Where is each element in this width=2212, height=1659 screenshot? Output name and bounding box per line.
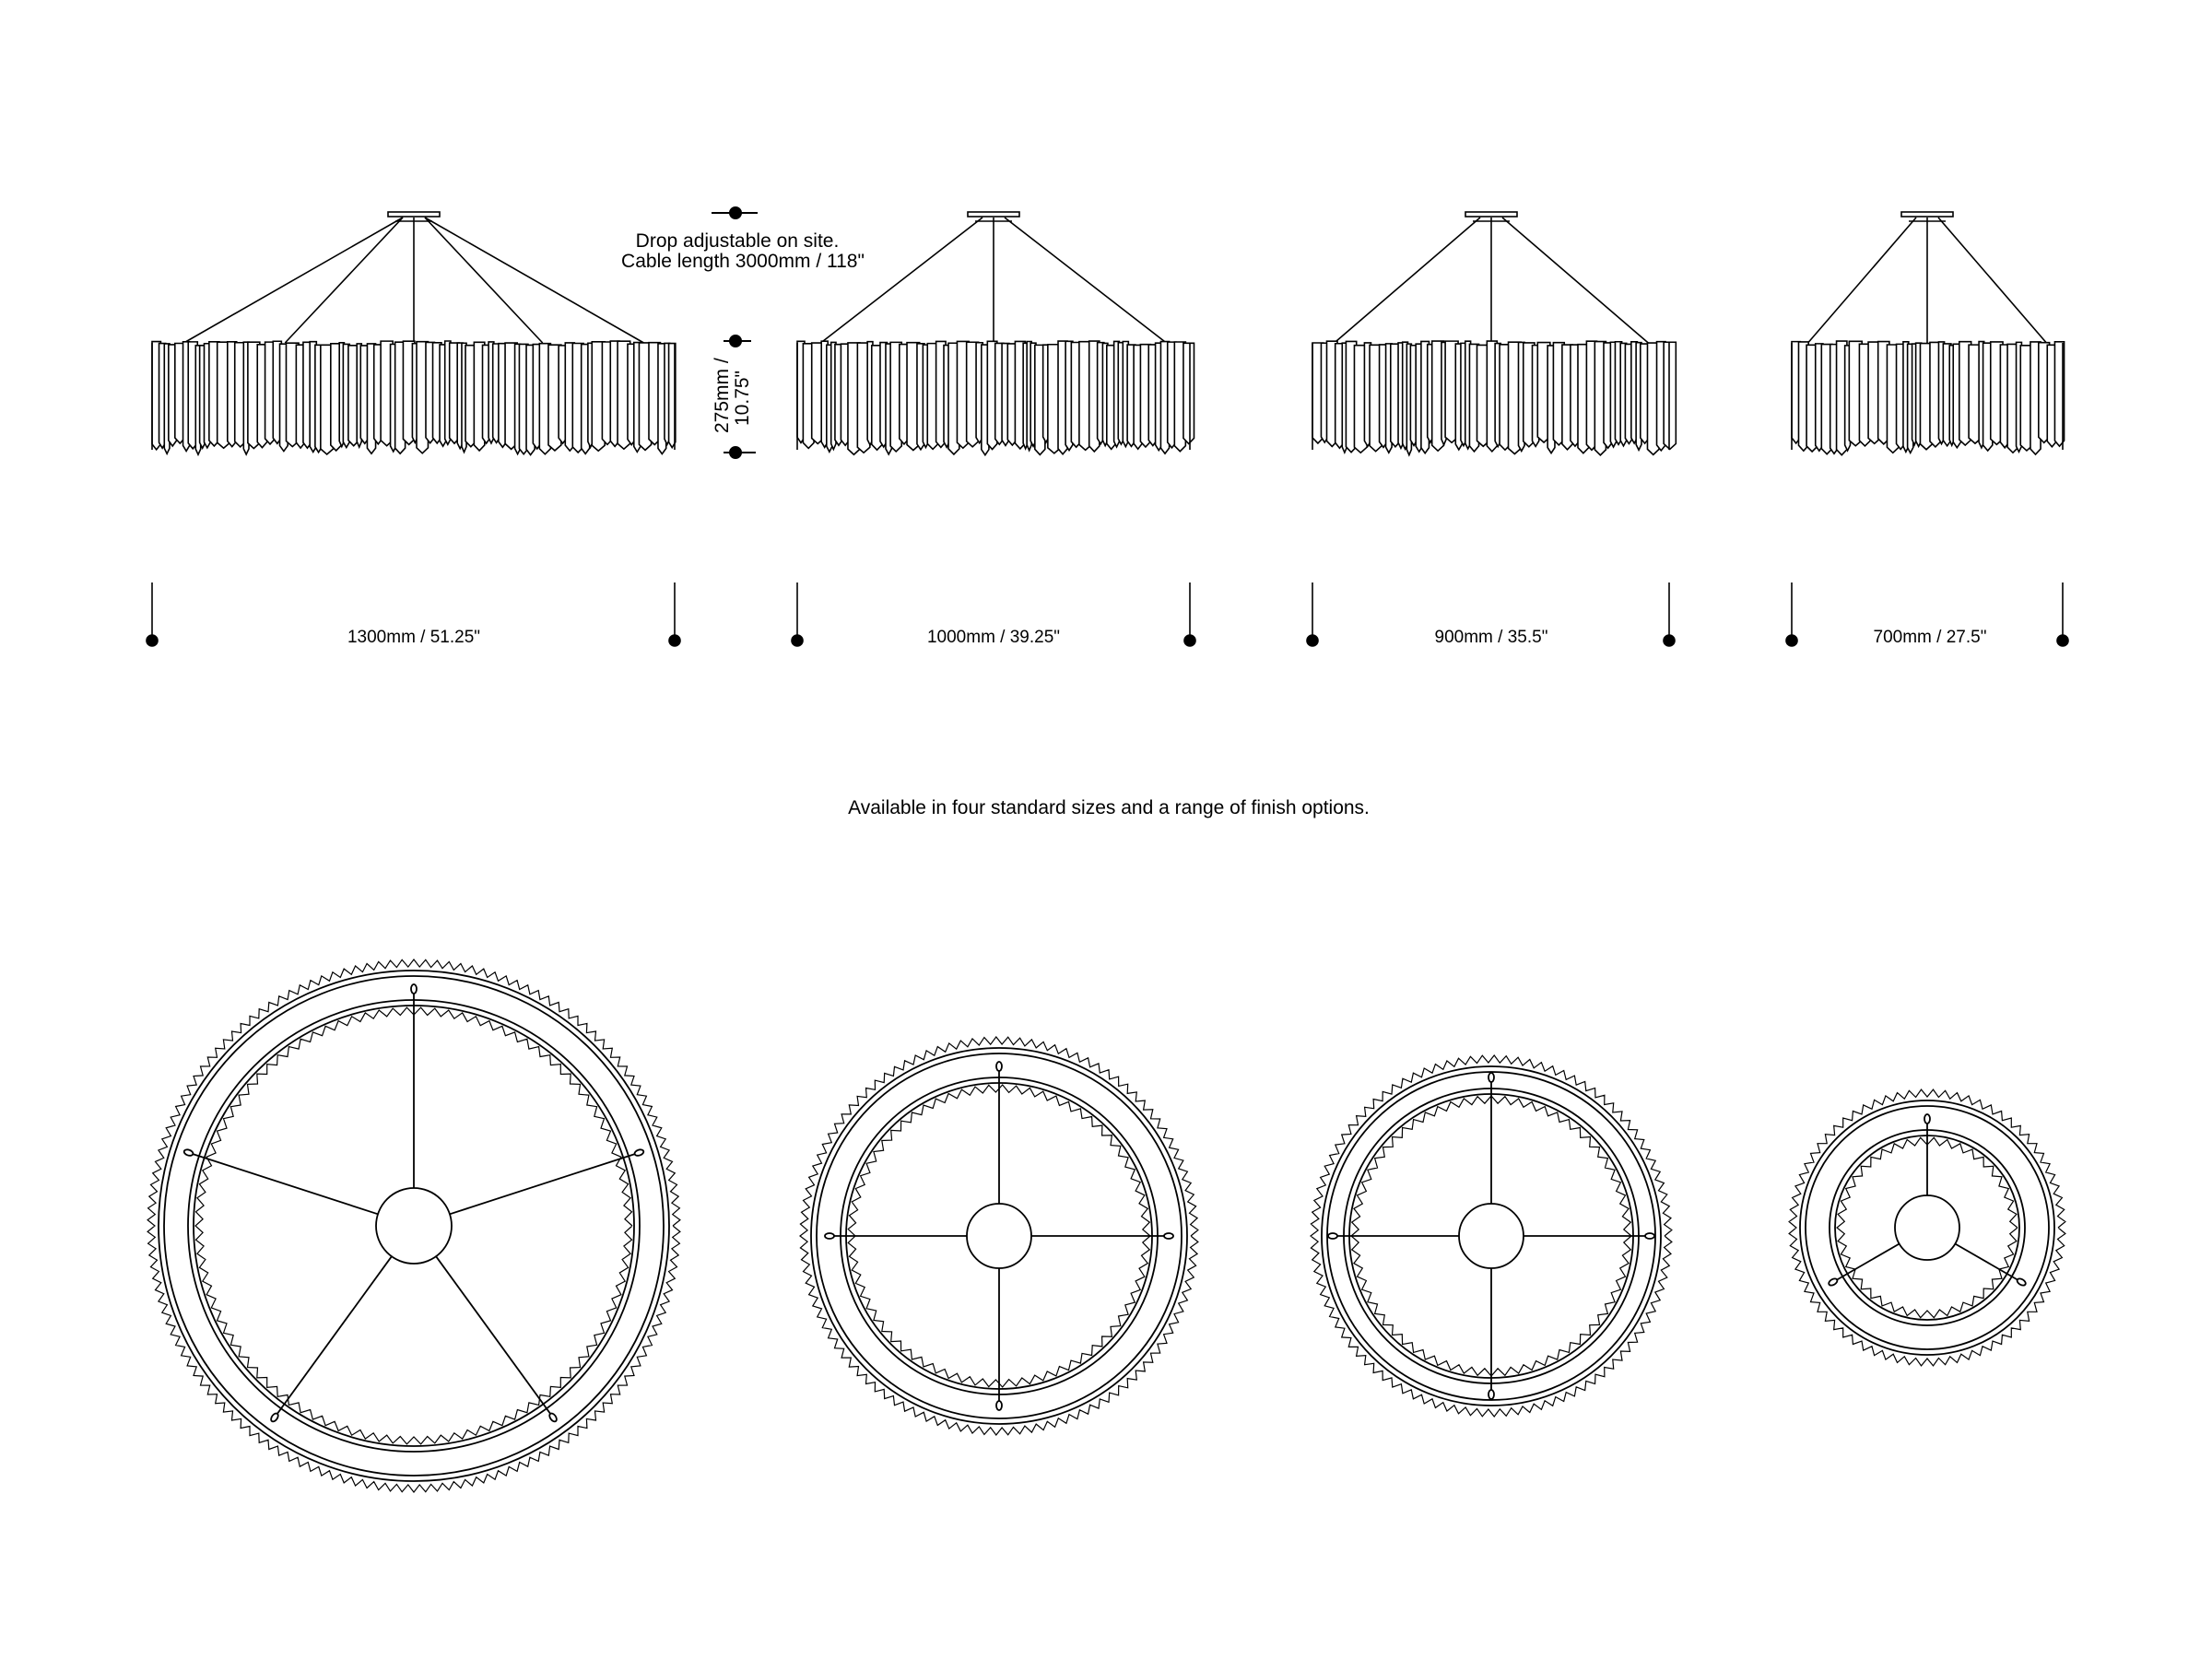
chandelier-elevation <box>796 211 1195 457</box>
central-hub <box>1894 1194 1960 1261</box>
inner-crystal-ring <box>1836 1136 2018 1319</box>
dimension-marker <box>1663 582 1676 647</box>
central-hub <box>1458 1203 1524 1269</box>
crystal-band <box>796 340 1195 457</box>
central-hub <box>966 1203 1032 1269</box>
arm-end-fitting <box>1488 1389 1495 1400</box>
ceiling-canopy <box>387 211 441 218</box>
crystal-band <box>1312 340 1677 457</box>
suspension-cable <box>284 217 404 344</box>
chandelier-elevation <box>1791 211 2065 456</box>
dimension-marker <box>1306 582 1319 647</box>
arm-end-fitting <box>995 1061 1003 1072</box>
arm-end-fitting <box>2016 1277 2027 1287</box>
suspension-cable <box>1334 217 1481 344</box>
crystal-band <box>1791 340 2065 456</box>
ceiling-canopy <box>1465 211 1518 218</box>
outer-crystal-ring <box>799 1036 1199 1436</box>
side-elevation-views <box>151 211 2065 457</box>
plan-views <box>147 959 2066 1493</box>
suspension-cable <box>424 217 544 344</box>
arm-end-fitting <box>270 1412 279 1423</box>
chandelier-plan <box>1310 1054 1673 1418</box>
dimension-marker <box>791 582 804 647</box>
dimension-marker <box>1785 582 1798 647</box>
arm-end-fitting <box>995 1400 1003 1411</box>
suspension-cable <box>1807 217 1917 344</box>
suspension-cable <box>424 217 644 344</box>
outer-ring <box>1321 1065 1662 1406</box>
arm-end-fitting <box>548 1412 558 1423</box>
height-dimension <box>712 206 758 459</box>
suspension-cable <box>820 217 983 344</box>
crystal-band <box>151 340 677 457</box>
support-arm <box>449 1151 640 1216</box>
height-label-line-1: 275mm / <box>712 358 733 433</box>
chandelier-plan <box>799 1036 1199 1436</box>
dimension-marker <box>146 582 159 647</box>
dimension-marker <box>668 582 681 647</box>
support-arm <box>1832 1242 1900 1283</box>
arm-end-fitting <box>1488 1072 1495 1083</box>
arm-end-fitting <box>1828 1277 1839 1287</box>
size-label-1000: 1000mm / 39.25" <box>927 628 1060 647</box>
dimension-marker <box>2056 582 2069 647</box>
size-label-700: 700mm / 27.5" <box>1874 628 1987 647</box>
outer-ring <box>158 970 670 1482</box>
arm-end-fitting <box>1327 1232 1338 1240</box>
width-dimensions <box>146 582 2069 647</box>
support-arm <box>435 1255 554 1418</box>
support-arm <box>274 1255 393 1418</box>
arm-end-fitting <box>410 983 418 994</box>
support-arm <box>1954 1242 2022 1283</box>
size-label-900: 900mm / 35.5" <box>1435 628 1548 647</box>
chandelier-elevation <box>151 211 677 457</box>
arm-end-fitting <box>633 1148 645 1157</box>
arm-end-fitting <box>182 1148 194 1157</box>
ceiling-canopy <box>1900 211 1954 218</box>
inner-crystal-ring <box>194 1006 633 1445</box>
outer-ring <box>1799 1100 2055 1356</box>
outer-crystal-ring <box>1788 1088 2066 1367</box>
arm-end-fitting <box>1644 1232 1655 1240</box>
arm-end-fitting <box>1163 1232 1174 1240</box>
chandelier-elevation <box>1312 211 1677 457</box>
chandelier-plan <box>1788 1088 2066 1367</box>
suspension-cable <box>1004 217 1167 344</box>
height-label-line-2: 10.75" <box>732 371 753 426</box>
suspension-cable <box>1501 217 1649 344</box>
chandelier-plan <box>147 959 681 1493</box>
outer-crystal-ring <box>147 959 681 1493</box>
size-label-1300: 1300mm / 51.25" <box>347 628 480 647</box>
outer-crystal-ring <box>1310 1054 1673 1418</box>
central-hub <box>375 1187 453 1265</box>
arm-end-fitting <box>1924 1113 1931 1124</box>
outer-ring <box>810 1047 1188 1425</box>
support-arm <box>188 1151 379 1216</box>
arm-end-fitting <box>824 1232 835 1240</box>
ceiling-canopy <box>967 211 1020 218</box>
caption: Available in four standard sizes and a r… <box>848 797 1370 818</box>
drop-note-line-2: Cable length 3000mm / 118" <box>621 251 865 272</box>
drop-note-line-1: Drop adjustable on site. <box>636 230 840 252</box>
suspension-cable <box>183 217 404 344</box>
suspension-cable <box>1937 217 2047 344</box>
dimension-marker <box>1183 582 1196 647</box>
